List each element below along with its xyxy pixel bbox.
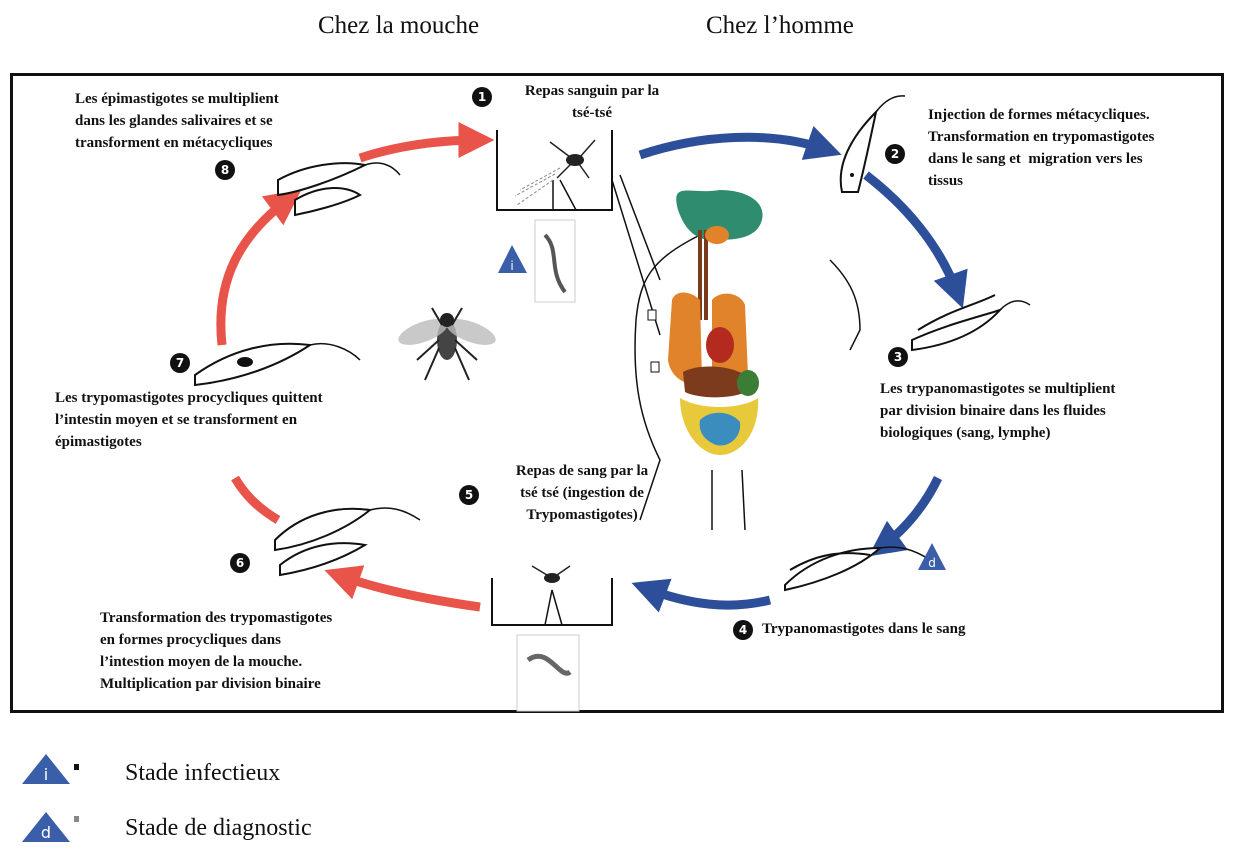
tsetse-fly-icon (395, 308, 499, 380)
arrow-5-to-6 (338, 575, 480, 607)
step-4-text: Trypanomastigotes dans le sang (762, 618, 1062, 640)
legend-infective-icon: i (20, 752, 80, 786)
step-1-badge: 1 (472, 87, 492, 107)
svg-text:i: i (510, 259, 513, 273)
step-5-badge: 5 (459, 485, 479, 505)
legend-diagnostic-label: Stade de diagnostic (125, 815, 312, 842)
step-4-badge: 4 (733, 620, 753, 640)
step-8-text: Les épimastigotes se multiplient dans le… (75, 88, 375, 154)
inset-parasite-top (535, 220, 575, 302)
svg-text:d: d (928, 556, 936, 570)
parasite-stage-4 (785, 547, 930, 590)
tsetse-fly-feeding-bottom (532, 566, 570, 583)
legend-infective-label: Stade infectieux (125, 760, 280, 787)
arrow-2-to-3 (866, 175, 958, 295)
step-6-text: Transformation des trypomastigotes en fo… (100, 607, 420, 695)
legend-diagnostic-icon: d (20, 810, 80, 844)
step-1-text: Repas sanguin par la tsé-tsé (492, 80, 692, 124)
feeding-box-bottom (492, 578, 612, 625)
inset-parasite-bottom (517, 635, 579, 711)
step-8-badge: 8 (215, 160, 235, 180)
legend-diagnostic-symbol: d (41, 823, 51, 842)
fly-cycle-arrows (221, 140, 480, 607)
marker-diagnostic-stage: d (918, 543, 946, 570)
step-5-text: Repas de sang par la tsé tsé (ingestion … (487, 460, 677, 526)
step-2-text: Injection de formes métacycliques. Trans… (928, 104, 1218, 192)
parasite-stage-8 (278, 163, 400, 215)
tsetse-fly-feeding-top (515, 140, 595, 205)
arrow-8-to-1 (360, 140, 480, 158)
legend-infective-symbol: i (44, 765, 48, 784)
step-6-badge: 6 (230, 553, 250, 573)
parasite-stage-7 (195, 344, 360, 385)
feeding-box-top (497, 130, 612, 210)
parasite-stage-6 (275, 508, 420, 575)
arrow-7-to-8 (221, 198, 290, 345)
step-7-badge: 7 (170, 353, 190, 373)
step-3-badge: 3 (888, 347, 908, 367)
step-3-text: Les trypanomastigotes se multiplient par… (880, 378, 1200, 444)
arrow-1-to-2 (640, 137, 828, 155)
step-7-text: Les trypomastigotes procycliques quitten… (55, 387, 425, 453)
parasite-stage-3 (912, 295, 1030, 350)
arrow-3-to-4 (880, 478, 938, 548)
arrow-4-to-5 (645, 588, 770, 605)
arrow-6-to-7 (235, 478, 278, 520)
marker-infective-stage: i (498, 245, 527, 273)
step-2-badge: 2 (885, 144, 905, 164)
